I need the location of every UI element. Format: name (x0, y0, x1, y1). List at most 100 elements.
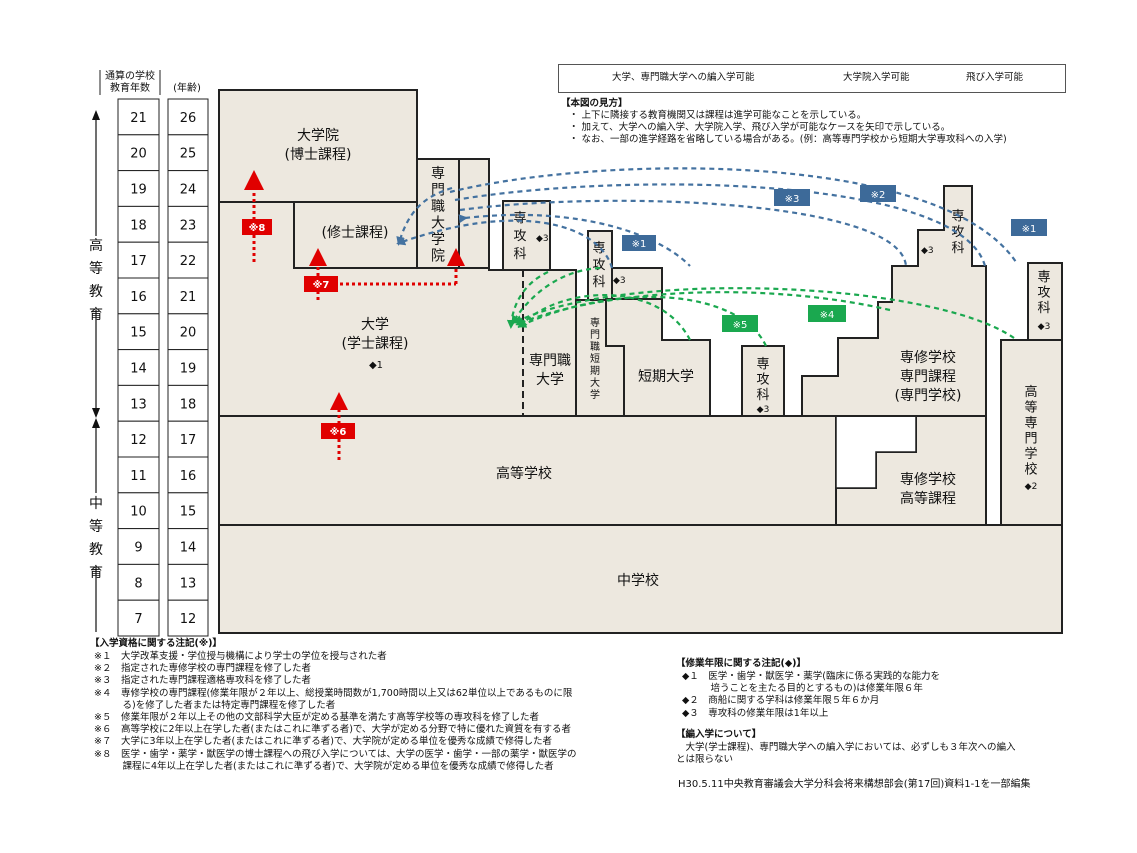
year-cell: 14 (130, 362, 147, 377)
label-advanced-4-mark: ◆3 (921, 246, 934, 256)
tag-n1 (622, 235, 656, 251)
label-special-pro-3: (専門学校) (895, 387, 962, 404)
year-cell: 9 (134, 541, 142, 556)
label-advanced-5-mark: ◆3 (1038, 322, 1051, 332)
year-cell: 8 (134, 576, 142, 591)
tag-n6 (321, 423, 355, 439)
vertical-char: 攻 (513, 229, 526, 244)
label-junior-college: 短期大学 (638, 369, 694, 385)
stage-char: 育 (89, 307, 103, 323)
box-kosen (1000, 339, 1063, 526)
age-cell: 20 (180, 326, 197, 341)
note-line: とは限らない (676, 754, 734, 766)
box-advanced-1 (502, 200, 551, 271)
age-cell: 14 (180, 541, 197, 556)
age-cell: 17 (180, 433, 197, 448)
grid-cell (117, 492, 160, 530)
label-special-high-2: 高等課程 (900, 490, 956, 507)
legend-early: 飛び入学可能 (966, 72, 1024, 83)
vertical-char: 科 (513, 247, 526, 262)
vertical-char: 専 (756, 357, 769, 372)
grid-cell (117, 384, 160, 422)
label-univ-mark: ◆1 (369, 360, 383, 371)
age-cell: 18 (180, 397, 197, 412)
year-cell: 15 (130, 326, 147, 341)
vertical-char: 学 (1024, 446, 1037, 462)
age-cell: 23 (180, 218, 197, 233)
vertical-char: 専 (1024, 416, 1037, 431)
vertical-char: 攻 (592, 258, 605, 273)
grid-cell (167, 277, 209, 315)
year-cell: 17 (130, 254, 147, 269)
grid-cell (117, 563, 160, 601)
legend-graduate: 大学院入学可能 (843, 72, 910, 83)
note-line: る)を修了した者または特定専門課程を修了した者 (94, 699, 336, 711)
vertical-char: 門 (1024, 432, 1037, 447)
label-advanced-2: 専攻科 (592, 241, 605, 290)
box-junior-college (605, 298, 711, 417)
box-junior-high (218, 524, 1063, 634)
age-cell: 16 (180, 469, 197, 484)
vertical-char: 大 (590, 376, 600, 389)
stage-char: 等 (89, 260, 103, 277)
note-line: 大学(学士課程)、専門職大学への編入学においては、必ずしも３年次への編入 (676, 742, 1016, 753)
year-cell: 7 (134, 612, 142, 627)
year-cell: 21 (130, 111, 147, 126)
note-tags: ※8 ※7 ※6 ※1 ※3 ※2 ※1 ※5 ※4 (242, 185, 1047, 439)
note-line: ◆１ 医学・歯学・獣医学・薬学(臨床に係る実践的な能力を (682, 671, 941, 682)
label-advanced-2-mark: ◆3 (613, 276, 626, 286)
stage-char: 高 (89, 237, 103, 254)
label-grad-master: (修士課程) (322, 225, 389, 241)
vertical-char: 校 (1024, 462, 1037, 478)
stage-char: 中 (89, 496, 103, 512)
tag-n2-text: ※2 (871, 190, 886, 201)
grid-cell (167, 528, 209, 565)
grid-cell (167, 563, 209, 601)
age-cell: 26 (180, 111, 197, 126)
age-cell: 22 (180, 254, 197, 269)
tag-n3-text: ※3 (785, 194, 800, 205)
label-kosen-mark: ◆2 (1025, 482, 1038, 492)
guide-line-2: ・ 加えて、大学への編入学、大学院入学、飛び入学が可能なケースを矢印で示している… (569, 122, 951, 133)
tag-n1-text: ※1 (632, 239, 647, 250)
grid-cell (167, 98, 209, 136)
grid-cell (117, 313, 160, 351)
vertical-char: 専 (1037, 270, 1050, 285)
col-years-label-2: 教育年数 (110, 81, 150, 94)
label-prof-univ-1: 専門職 (529, 353, 571, 369)
vertical-char: 攻 (756, 373, 769, 388)
vertical-char: 攻 (1037, 286, 1050, 301)
age-cell: 21 (180, 290, 197, 305)
label-advanced-5: 専攻科 (1037, 270, 1050, 316)
note-line: ◆２ 商船に関する学科は修業年限５年６か月 (682, 695, 880, 707)
note-line: 培うことを主たる目的とするもの)は修業年限６年 (682, 683, 923, 695)
vertical-char: 等 (1024, 400, 1037, 416)
label-special-pro-1: 専修学校 (900, 349, 956, 366)
grid-cell (167, 492, 209, 530)
vertical-char: 院 (431, 249, 445, 265)
box-prof-grad (416, 158, 460, 269)
note-line: ※６ 高等学校に2年以上在学した者(またはこれに準ずる者)で、大学が定める分野で… (94, 724, 572, 736)
note-line: ※４ 専修学校の専門課程(修業年限が２年以上、総授業時間数が1,700時間以上又… (94, 687, 573, 699)
label-grad-doctor-1: 大学院 (297, 128, 339, 144)
label-special-high-1: 専修学校 (900, 471, 956, 488)
tag-n5-text: ※5 (733, 320, 748, 331)
label-univ-2: (学士課程) (342, 336, 409, 352)
vertical-char: 短 (590, 352, 600, 365)
age-cell: 13 (180, 576, 197, 591)
vertical-char: 専 (590, 317, 600, 329)
tag-n2 (860, 185, 896, 202)
stage-char: 育 (89, 565, 103, 581)
vertical-char: 科 (592, 275, 605, 290)
stage-arrows (86, 110, 106, 632)
label-advanced-1-mark: ◆3 (536, 234, 549, 244)
tag-n3 (774, 189, 810, 206)
age-cell: 12 (180, 612, 197, 627)
label-high-school: 高等学校 (496, 465, 552, 482)
vertical-char: 高 (1024, 384, 1037, 400)
year-cell: 12 (130, 433, 147, 448)
